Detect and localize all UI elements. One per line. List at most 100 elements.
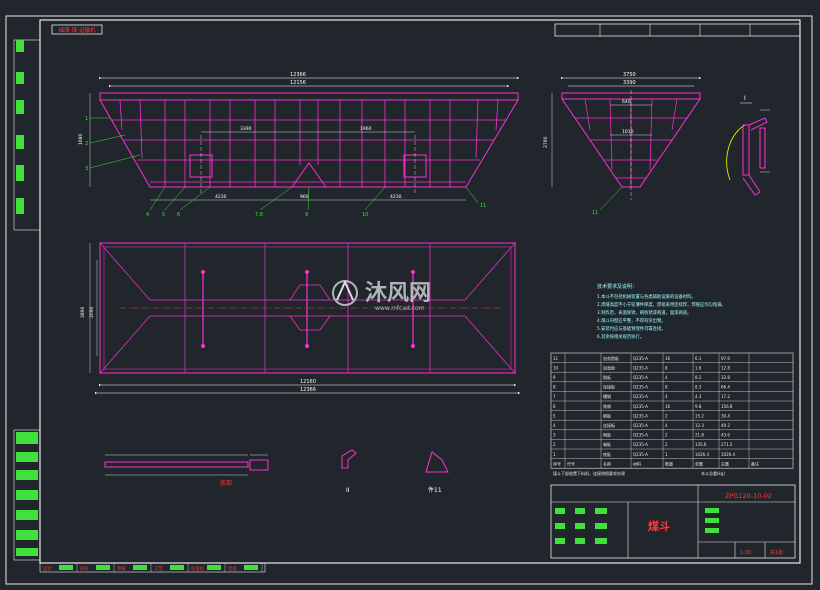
bom-cell: 10 — [553, 365, 559, 370]
bom-cell: 连接板 — [603, 422, 615, 428]
notes-line-3: 3.制作后，表面除锈，刷防锈漆两道，面漆两道。 — [597, 309, 691, 316]
side-dim-mid: 1010 — [622, 129, 634, 135]
bom-cell: 32.8 — [721, 375, 730, 380]
bom-cell: Q235-A — [633, 442, 648, 447]
plan-dim-width: 3890 — [80, 306, 86, 318]
bom-cell: 侧板 — [603, 432, 611, 438]
strip-label: 批准 — [228, 565, 237, 572]
bom-cell: 8.2 — [695, 375, 702, 380]
front-label-10: 10 — [362, 212, 368, 218]
front-label-1: 1 — [85, 116, 88, 122]
title-block: ZPG120-10-02 煤斗 1:30 共1张 — [550, 484, 796, 559]
drawing-frame — [5, 15, 813, 585]
plan-view: 12160 12366 3890 2090 — [80, 242, 521, 395]
bom-cell: 2 — [665, 442, 668, 447]
strip-signature — [244, 565, 258, 570]
front-label-11: 11 — [480, 203, 486, 209]
bom-header: 名称 — [603, 460, 611, 466]
strip-signature — [133, 565, 147, 570]
bom-cell: 2 — [665, 413, 668, 418]
bom-cell: Q235-A — [633, 375, 648, 380]
bom-cell: 156.8 — [721, 404, 733, 409]
side-dim-overall: 3750 — [623, 72, 636, 78]
bom-cell: 43.6 — [721, 433, 730, 438]
strip-label: 设计 — [43, 565, 52, 572]
bottom-strip: 设计校对审核工艺标准化批准 — [39, 562, 266, 573]
left-stamp-column — [13, 39, 41, 561]
watermark: 沐风网 www.mfcad.com — [332, 279, 431, 312]
bom-cell: 66.4 — [721, 385, 730, 390]
plan-dim-inner: 12160 — [300, 379, 316, 385]
bom-cell: 1.6 — [695, 365, 702, 370]
bom-cell: 3 — [553, 433, 556, 438]
bom-cell: 1026.4 — [695, 452, 709, 457]
title-part-name: 煤斗 — [648, 519, 670, 533]
strip-label: 审核 — [117, 565, 126, 572]
front-label-78: 7,8 — [255, 212, 263, 218]
side-dim-top-inner: 640 — [622, 99, 631, 105]
side-dim-inner: 3390 — [623, 80, 636, 86]
notes-line-4: 4.煤斗内壁应平整，不得有突出物。 — [597, 317, 666, 324]
svg-text:储煤-煤-运输机: 储煤-煤-运输机 — [59, 26, 96, 34]
front-dim-a: 3390 — [240, 126, 252, 132]
strip-signature — [96, 565, 110, 570]
bom-cell: Q235-A — [633, 385, 648, 390]
front-label-9: 9 — [305, 212, 308, 218]
bom-header: 数量 — [665, 460, 673, 466]
side-view: 3750 3390 640 1010 2790 11 — [543, 72, 702, 216]
strip-label: 校对 — [80, 565, 89, 572]
side-label-11: 11 — [592, 210, 598, 216]
front-view: 12366 12156 — [78, 72, 520, 218]
bom-cell: 8 — [665, 365, 668, 370]
bom-cell: 9.8 — [695, 404, 702, 409]
notes-title: 技术要求及说明： — [597, 283, 637, 290]
strip-label: 标准化 — [191, 565, 205, 572]
notes-line-6: 6.其余按相关规范执行。 — [597, 333, 644, 340]
front-dim-overall: 12366 — [290, 72, 306, 78]
bom-cell: Q235-A — [633, 433, 648, 438]
bom-cell: 槽钢 — [603, 393, 611, 399]
bom-cell: 271.2 — [721, 442, 733, 447]
bom-cell: 8.3 — [695, 385, 702, 390]
strip-signature — [207, 565, 221, 570]
bom-cell: 5 — [553, 413, 556, 418]
title-drawing-number: ZPG120-10-02 — [725, 492, 772, 500]
bom-cell: 12.8 — [721, 365, 730, 370]
bom-cell: 加劲肋 — [603, 364, 615, 370]
bom-cell: 17.2 — [721, 394, 730, 399]
watermark-url: www.mfcad.com — [375, 305, 425, 312]
bottom-caption: 底部 — [220, 479, 232, 487]
bom-cell: 8 — [665, 385, 668, 390]
bom-footer-note: 煤斗下部放置下料机，连接按照要求办理 — [553, 470, 625, 476]
bom-cell: 底板 — [603, 451, 611, 457]
detail-I-label: I — [744, 95, 746, 102]
bom-cell: Q235-A — [633, 423, 648, 428]
bom-cell: 135.6 — [695, 442, 707, 447]
bom-cell: 1026.4 — [721, 452, 735, 457]
front-dim-b: 1960 — [360, 126, 372, 132]
front-dim-inner: 12156 — [290, 80, 306, 86]
title-sheet: 共1张 — [770, 549, 783, 556]
bom-cell: 4 — [665, 423, 668, 428]
bom-cell: 端板 — [603, 441, 611, 447]
bom-cell: Q235-A — [633, 413, 648, 418]
bom-cell: 4 — [665, 375, 668, 380]
front-dim-bottom-right: 4230 — [390, 194, 402, 200]
bom-header: 单重 — [695, 460, 703, 466]
bom-cell: 16 — [665, 356, 671, 361]
bom-cell: 30.4 — [721, 413, 730, 418]
bom-cell: 12.3 — [695, 423, 704, 428]
bom-cell: 8 — [553, 385, 556, 390]
bom-header: 序号 — [553, 460, 561, 466]
bom-cell: 钢板 — [603, 412, 611, 418]
bom-cell: 肋板 — [603, 374, 611, 380]
bom-cell: 11 — [553, 356, 559, 361]
bom-cell: 6 — [553, 404, 556, 409]
bom-cell: 1 — [553, 452, 556, 457]
plan-dim-overall: 12366 — [300, 387, 316, 393]
bom-cell: 4.3 — [695, 394, 702, 399]
bom-cell: 7 — [553, 394, 556, 399]
bom-cell: 4 — [665, 394, 668, 399]
bom-cell: 4 — [553, 423, 556, 428]
